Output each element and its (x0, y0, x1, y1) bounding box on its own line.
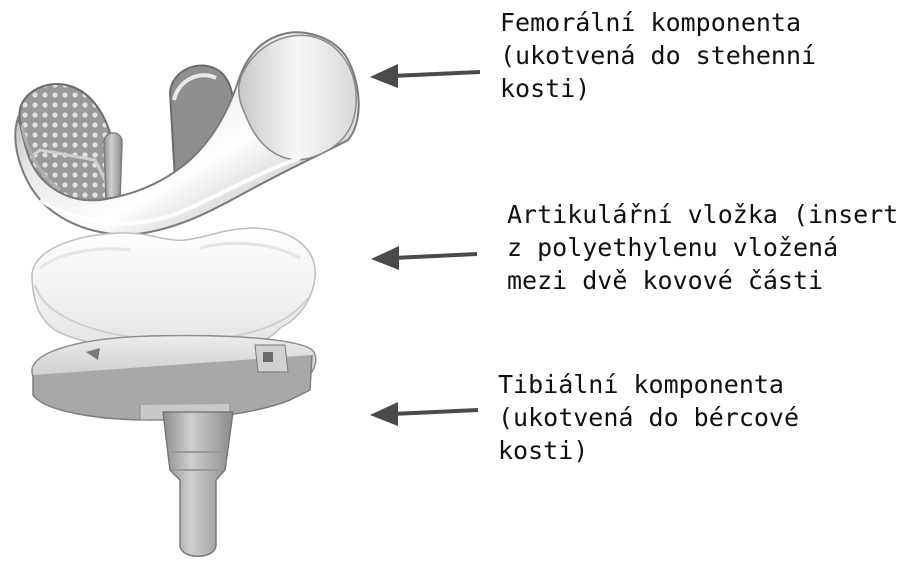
label-femoral-line-2: (ukotvená do stehenní (500, 39, 816, 72)
arrow-femoral (370, 64, 480, 88)
label-tibial-line-3: kosti) (498, 434, 799, 467)
label-insert-line-1: Artikulářní vložka (insert) (507, 198, 898, 231)
arrow-tibial (370, 402, 478, 426)
label-tibial-component: Tibiální komponenta (ukotvená do bércové… (498, 368, 799, 467)
tibial-component (32, 336, 316, 557)
arrow-insert (371, 246, 477, 270)
label-femoral-component: Femorální komponenta (ukotvená do stehen… (500, 6, 816, 105)
label-femoral-line-1: Femorální komponenta (500, 6, 816, 39)
label-insert: Artikulářní vložka (insert) z polyethyle… (507, 198, 898, 297)
label-tibial-line-1: Tibiální komponenta (498, 368, 799, 401)
femoral-component (15, 32, 358, 234)
label-insert-line-3: mezi dvě kovové části (507, 264, 898, 297)
polyethylene-insert (32, 228, 315, 352)
label-femoral-line-3: kosti) (500, 72, 816, 105)
label-insert-line-2: z polyethylenu vložená (507, 231, 898, 264)
label-tibial-line-2: (ukotvená do bércové (498, 401, 799, 434)
